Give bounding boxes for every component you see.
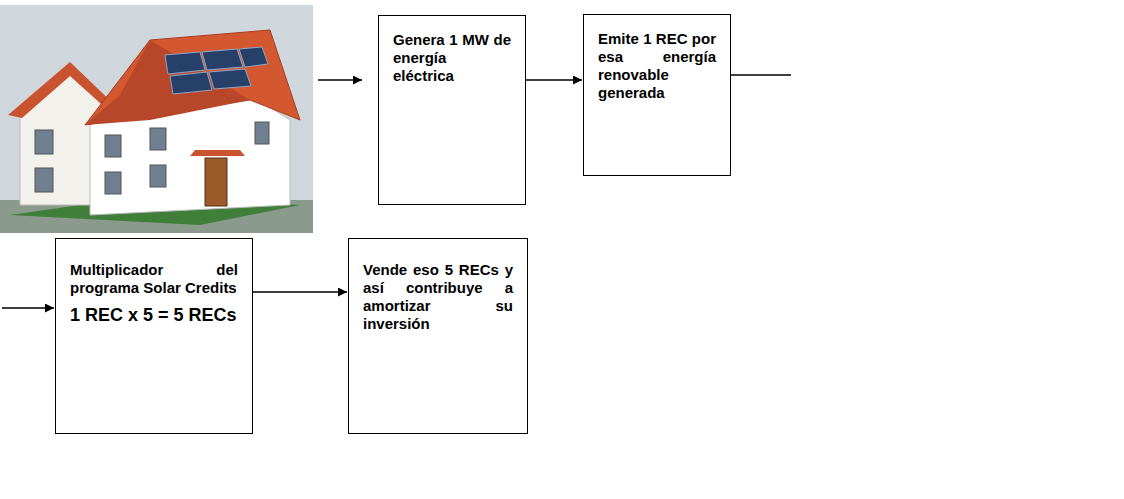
flow-arrow <box>526 79 582 81</box>
door-canopy <box>190 150 245 156</box>
windows <box>35 122 269 194</box>
arrow <box>318 79 362 81</box>
flow-arrow <box>253 291 347 293</box>
roof-side <box>85 40 250 125</box>
process-box: Vende eso 5 RECs y así contribuye a amor… <box>348 238 528 434</box>
roof <box>85 30 300 125</box>
box-text: Vende eso 5 RECs y así contribuye a amor… <box>363 261 513 333</box>
box-text: Genera 1 MW de energía eléctrica <box>393 31 511 85</box>
process-box: Multiplicador del programa Solar Credits… <box>55 238 253 434</box>
box-text: Emite 1 REC por esa energía renovable ge… <box>598 30 716 102</box>
solar-panels <box>165 47 268 94</box>
door <box>205 158 227 206</box>
box-text: Multiplicador del programa Solar Credits <box>70 261 238 297</box>
sky-ground <box>0 5 313 233</box>
process-box: Genera 1 MW de energía eléctrica <box>378 15 526 205</box>
process-box: Emite 1 REC por esa energía renovable ge… <box>583 14 731 176</box>
box-text: 1 REC x 5 = 5 RECs <box>70 305 238 327</box>
